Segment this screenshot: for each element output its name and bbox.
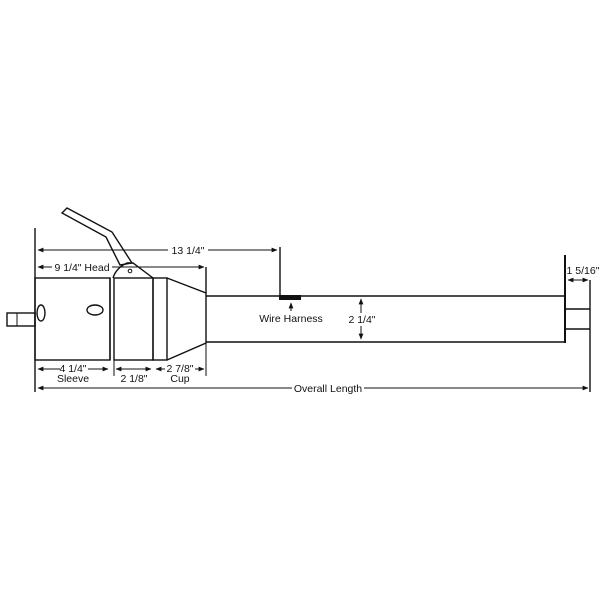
label-shaft-stub: 1 5/16": [567, 265, 600, 277]
label-sleeve: Sleeve: [57, 373, 89, 385]
cup-cone: [166, 277, 207, 361]
label-mid-dim: 2 1/8": [120, 373, 147, 385]
sleeve-slot-left: [36, 304, 46, 322]
cup-ring: [152, 277, 168, 361]
label-sleeve-dim: 4 1/4": [59, 363, 86, 375]
dimension-labels: 13 1/4" 9 1/4" Head Wire Harness 2 1/4" …: [52, 243, 600, 395]
sleeve-section: [34, 277, 111, 361]
label-cup-dim: 2 7/8": [166, 363, 193, 375]
shift-lever: [60, 207, 134, 266]
head-section: [113, 277, 154, 361]
wire-harness-marker: [279, 295, 301, 300]
label-13-quarter: 13 1/4": [172, 245, 205, 257]
label-head: 9 1/4" Head: [54, 262, 109, 274]
input-shaft-stub: [6, 312, 36, 327]
label-overall-length: Overall Length: [294, 383, 362, 395]
label-wire-harness: Wire Harness: [259, 313, 323, 325]
label-tube-diameter: 2 1/4": [348, 314, 375, 326]
output-shaft-stub: [566, 308, 590, 330]
sleeve-slot-right: [86, 304, 104, 316]
column-body: [6, 207, 591, 392]
column-tube: [206, 295, 565, 343]
lever-bracket: [112, 262, 154, 279]
label-cup: Cup: [170, 373, 189, 385]
